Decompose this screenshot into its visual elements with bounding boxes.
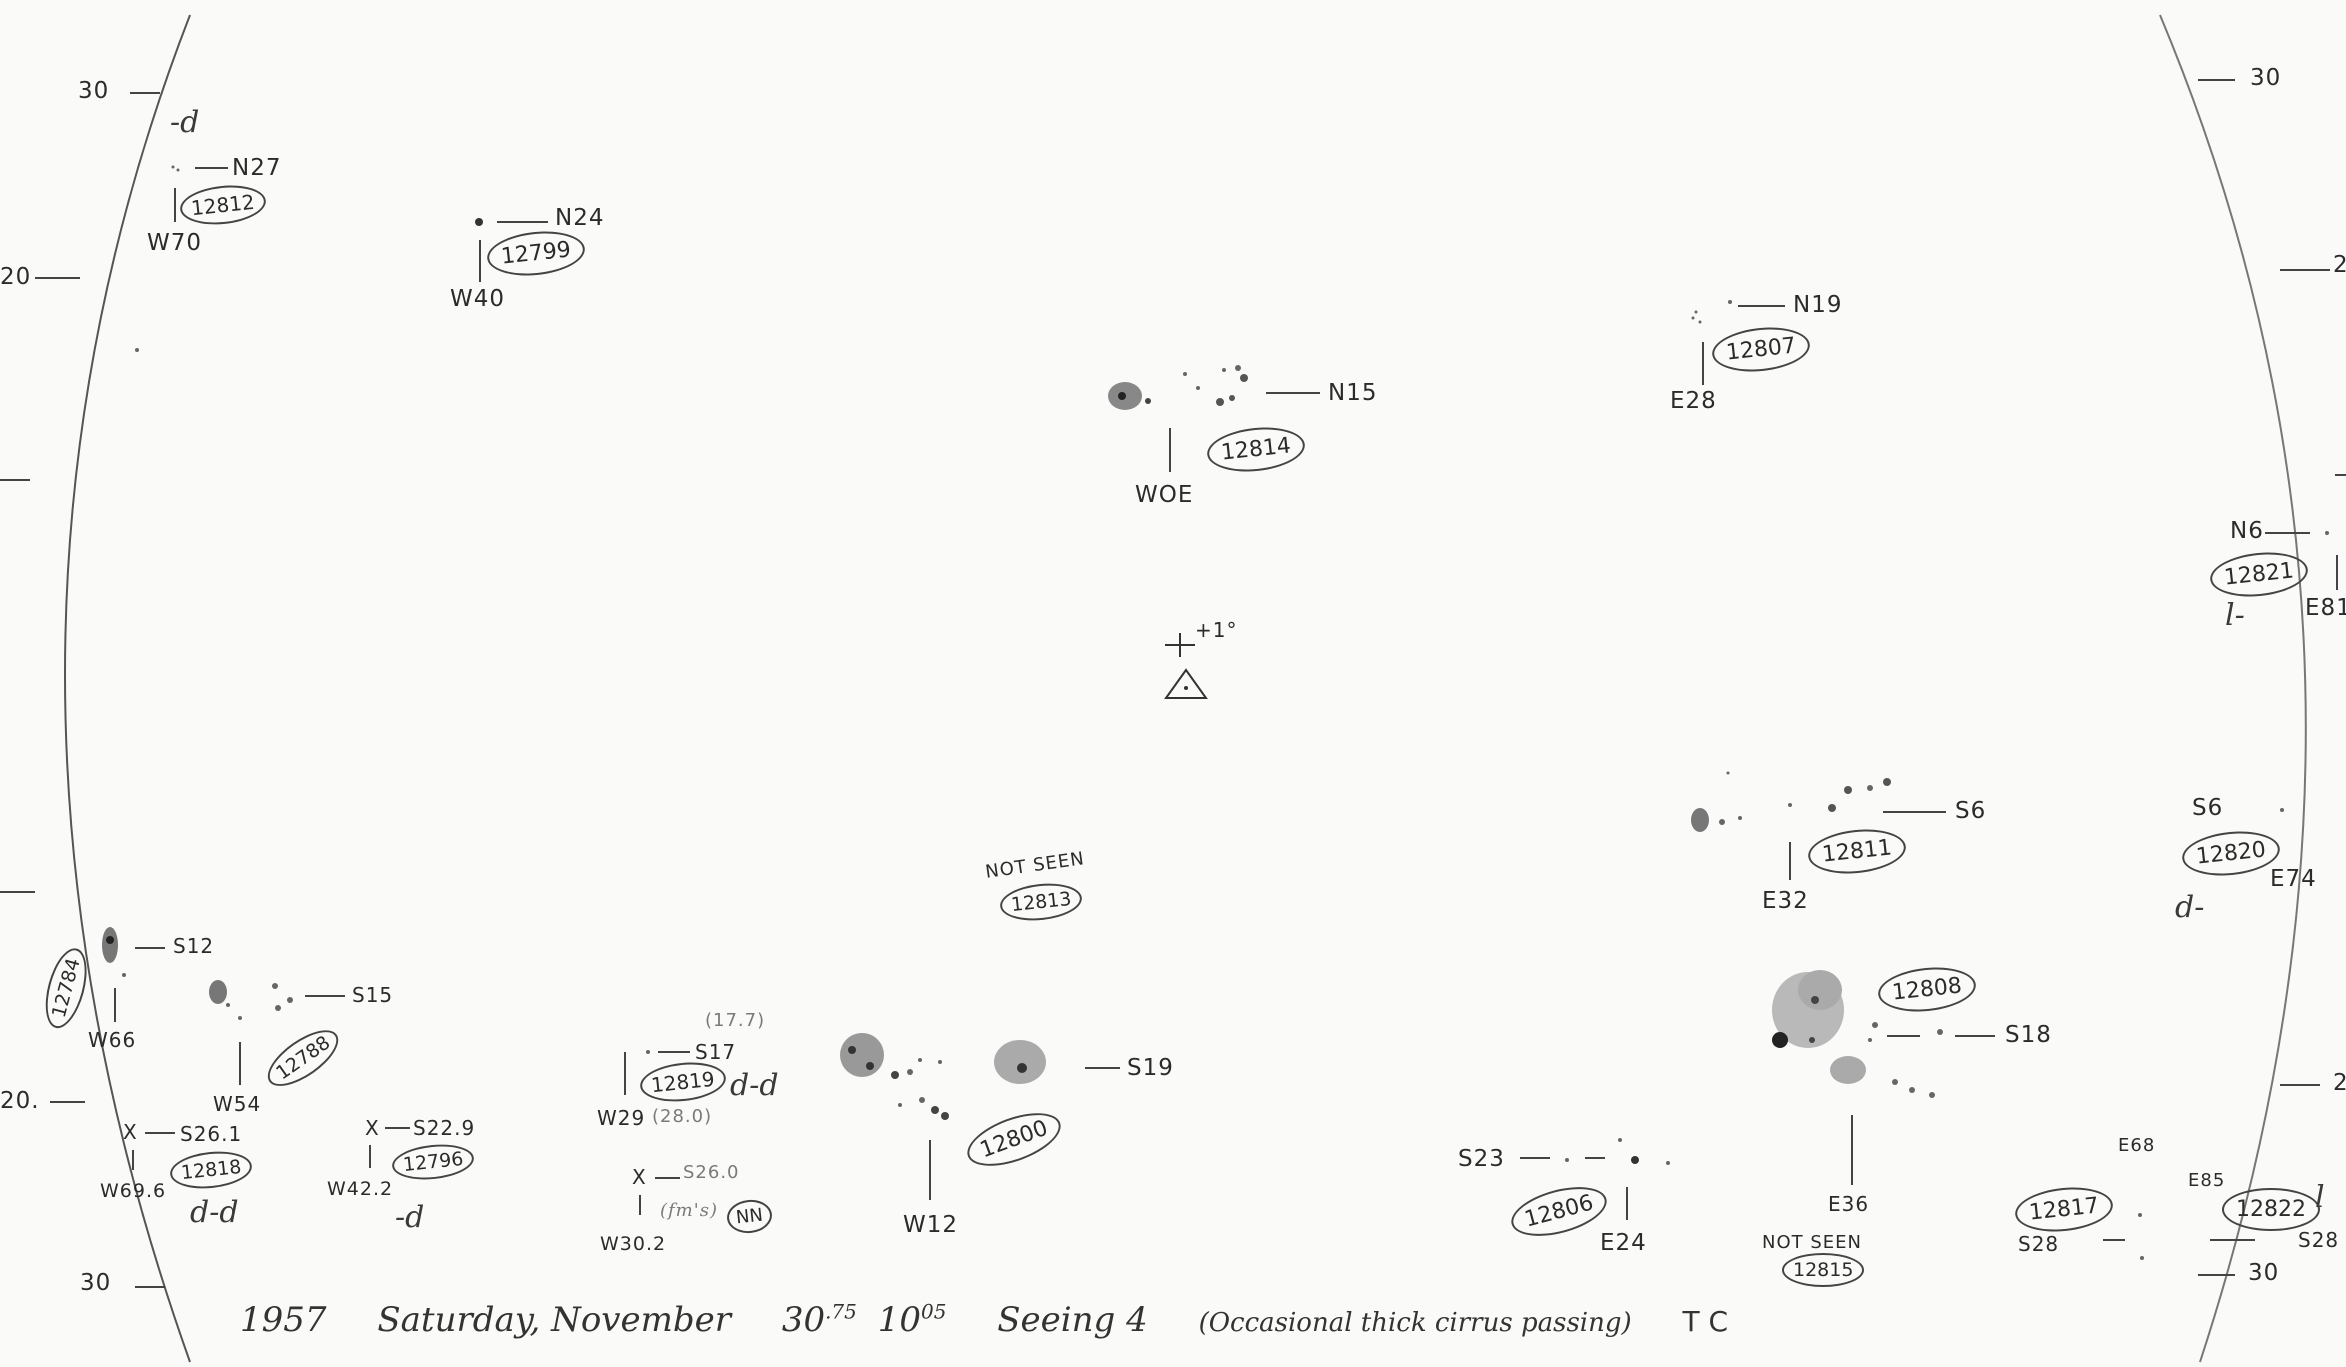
group-12808-lat: S18 <box>2005 1022 2052 1048</box>
group-12796-lat: S22.9 <box>413 1116 476 1140</box>
group-12819-note-bottom: (28.0) <box>652 1106 713 1127</box>
group-12811-lat: S6 <box>1955 798 1987 824</box>
group-12808-lon: E36 <box>1828 1192 1870 1216</box>
left-limb-arc <box>64 14 191 1363</box>
scale-label-left-upper: 20 <box>0 264 32 290</box>
caption-seeing: Seeing 4 <box>997 1300 1148 1341</box>
group-12821-lat: N6 <box>2230 518 2264 544</box>
group-12822-number: 12822 <box>2222 1188 2320 1231</box>
group-12796-lon: W42.2 <box>327 1178 394 1200</box>
scale-label-right-bottom: 30 <box>2248 1260 2280 1286</box>
group-12788-lon: W54 <box>213 1092 262 1116</box>
group-12820-extra: d- <box>2175 890 2205 925</box>
group-12814-lat: N15 <box>1328 380 1378 406</box>
group-12822-extra: l <box>2315 1180 2325 1215</box>
group-12821-lon: E81 <box>2305 595 2346 621</box>
scale-label-right-lower: 2 <box>2333 1070 2346 1096</box>
group-12812-lat: N27 <box>232 155 282 181</box>
group-nn-note: (fm's) <box>660 1200 718 1221</box>
caption-day-fraction: .75 <box>825 1300 857 1324</box>
group-12817-lat: S28 <box>2018 1232 2060 1256</box>
group-12799-lon: W40 <box>450 286 506 312</box>
group-12819-note-top: (17.7) <box>705 1010 766 1031</box>
caption-year: 1957 <box>240 1300 327 1341</box>
group-12796-marker: X <box>365 1116 380 1140</box>
group-12806-lon: E24 <box>1600 1230 1647 1256</box>
center-mark-label: +1° <box>1195 618 1238 642</box>
scale-label-left-top: 30 <box>78 78 110 104</box>
group-12819-lat: S17 <box>695 1040 737 1064</box>
caption-remark: (Occasional thick cirrus passing) <box>1198 1308 1632 1339</box>
group-12788-lat: S15 <box>352 983 394 1007</box>
caption-day: 30.75 <box>781 1300 857 1341</box>
group-12814-lon: WOE <box>1135 482 1194 508</box>
group-12812-lon: W70 <box>147 230 203 256</box>
caption-time: 1005 <box>877 1300 947 1341</box>
group-12817-lon: E68 <box>2118 1135 2156 1156</box>
group-12800-lon: W12 <box>903 1212 959 1238</box>
group-12807-lon: E28 <box>1670 388 1717 414</box>
group-12819-extra: d-d <box>730 1068 779 1103</box>
group-12818-marker: X <box>123 1120 138 1144</box>
group-12822-lon: E85 <box>2188 1170 2226 1191</box>
caption-date: Saturday, November <box>377 1300 731 1341</box>
group-12822-lat: S28 <box>2298 1228 2340 1252</box>
group-12818-extra: d-d <box>190 1195 239 1230</box>
group-nn-lon: W30.2 <box>600 1233 667 1255</box>
scale-label-left-bottom: 30 <box>80 1270 112 1296</box>
right-limb-arc <box>2159 14 2307 1363</box>
scale-label-right-top: 30 <box>2250 65 2282 91</box>
scale-label-left-lower: 20. <box>0 1088 40 1114</box>
group-12807-lat: N19 <box>1793 292 1843 318</box>
group-12811-lon: E32 <box>1762 888 1809 914</box>
group-nn-marker: X <box>632 1165 647 1189</box>
observation-caption: 1957 Saturday, November 30.75 1005 Seein… <box>240 1300 1768 1340</box>
group-12784-lon: W66 <box>88 1028 137 1052</box>
group-12796-extra: -d <box>395 1200 425 1235</box>
group-12784-lat: S12 <box>173 934 215 958</box>
group-12812-extra: -d <box>170 105 200 140</box>
center-triangle <box>1164 668 1208 699</box>
group-12815-status: NOT SEEN <box>1762 1232 1862 1253</box>
group-12806-lat: S23 <box>1458 1146 1505 1172</box>
caption-time-minutes: 05 <box>920 1300 947 1324</box>
group-12820-lon: E74 <box>2270 866 2317 892</box>
group-12815-number: 12815 <box>1782 1253 1865 1287</box>
group-12821-extra: l- <box>2225 598 2245 633</box>
group-12818-lon: W69.6 <box>100 1180 167 1202</box>
group-12818-lat: S26.1 <box>180 1122 243 1146</box>
group-12800-lat: S19 <box>1127 1055 1174 1081</box>
group-12799-lat: N24 <box>555 205 605 231</box>
group-12819-lon: W29 <box>597 1106 646 1130</box>
group-12820-lat: S6 <box>2192 795 2224 821</box>
scale-label-right-upper: 2 <box>2333 252 2346 278</box>
group-nn-lat: S26.0 <box>683 1162 740 1183</box>
caption-observer: T C <box>1682 1305 1729 1339</box>
